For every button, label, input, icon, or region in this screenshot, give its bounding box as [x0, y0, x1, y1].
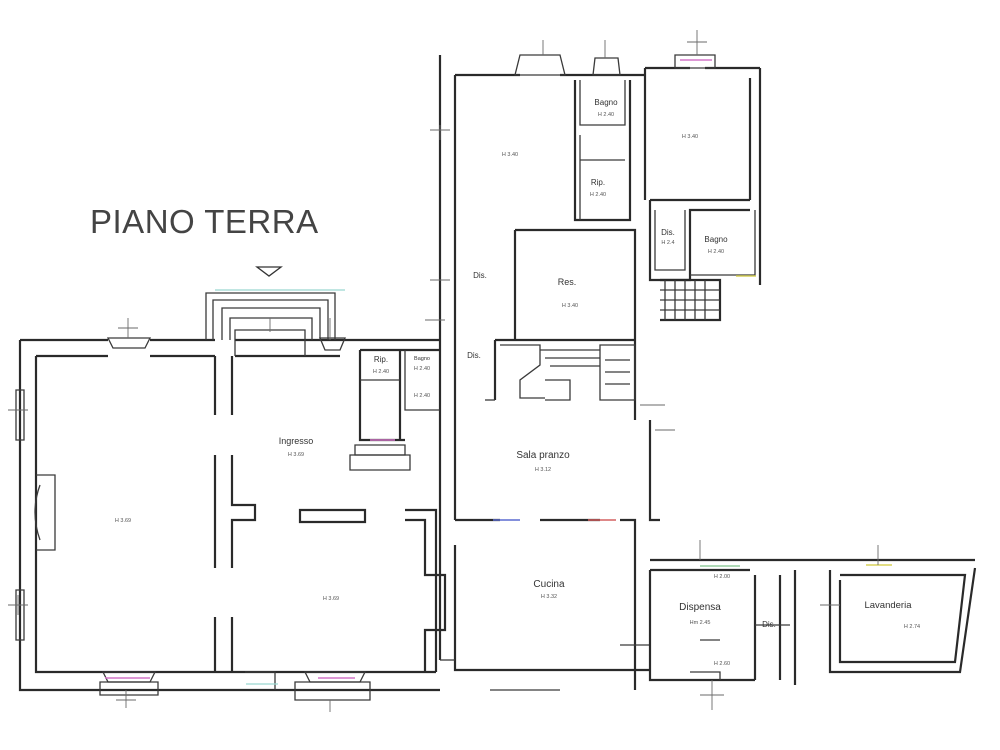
- entrance-arrow-icon: [255, 266, 283, 277]
- reference-marks: [8, 318, 331, 712]
- room-height-res: H 3.40: [562, 303, 578, 309]
- room-height-wc-small-top: H 2.40: [414, 366, 430, 372]
- room-label-bagno-1: Bagno: [594, 98, 618, 107]
- room-label-lavanderia: Lavanderia: [864, 600, 912, 611]
- room-label-res: Res.: [558, 277, 577, 287]
- west-block-walls: [15, 292, 447, 701]
- room-height-sala-south: H 3.69: [323, 596, 339, 602]
- reference-marks-north: [425, 30, 707, 431]
- room-height-lavanderia: H 2.74: [904, 624, 920, 630]
- room-label-cucina: Cucina: [533, 579, 565, 590]
- room-label-sala-pranzo: Sala pranzo: [516, 450, 570, 461]
- room-height-ingresso: H 3.69: [288, 452, 304, 458]
- room-label-ingresso: Ingresso: [279, 436, 314, 446]
- central-block-walls: [438, 55, 660, 691]
- plan-title: PIANO TERRA: [90, 203, 319, 240]
- room-height-camera-1: H 3.40: [502, 152, 518, 158]
- room-height-rip-2: H 2.40: [373, 369, 389, 375]
- dispensa-top-note: H 2.00: [714, 574, 730, 580]
- room-height-sala-pranzo: H 3.12: [535, 467, 551, 473]
- room-labels: H 3.40 Bagno H 2.40 Rip. H 2.40 H 3.40 D…: [115, 98, 920, 667]
- room-label-dis-3: Dis.: [467, 351, 481, 360]
- room-height-sala-west: H 3.69: [115, 518, 131, 524]
- room-height-dispensa: Hm 2.45: [690, 620, 711, 626]
- room-height-wc-small: H 2.40: [414, 393, 430, 399]
- room-label-rip-1: Rip.: [591, 178, 605, 187]
- dispensa-bottom-note: H 2.60: [714, 661, 730, 667]
- southeast-block-walls: [648, 558, 977, 685]
- room-height-rip-1: H 2.40: [590, 192, 606, 198]
- room-height-cucina: H 3.32: [541, 594, 557, 600]
- room-label-dispensa: Dispensa: [679, 602, 721, 613]
- room-label-wc-bagno: Bagno: [414, 356, 430, 362]
- room-label-bagno-2: Bagno: [704, 235, 728, 244]
- reference-marks-se: [699, 540, 879, 710]
- room-height-bagno-1: H 2.40: [598, 112, 614, 118]
- room-height-camera-2: H 3.40: [682, 134, 698, 140]
- room-label-dis-1: Dis.: [661, 228, 675, 237]
- room-label-rip-2: Rip.: [374, 355, 388, 364]
- room-label-dis-2: Dis.: [473, 271, 487, 280]
- north-block-walls: [455, 54, 762, 340]
- room-label-dis-4: Dis.: [762, 620, 776, 629]
- room-height-bagno-2: H 2.40: [708, 249, 724, 255]
- room-height-dis-1: H 2.4: [661, 240, 674, 246]
